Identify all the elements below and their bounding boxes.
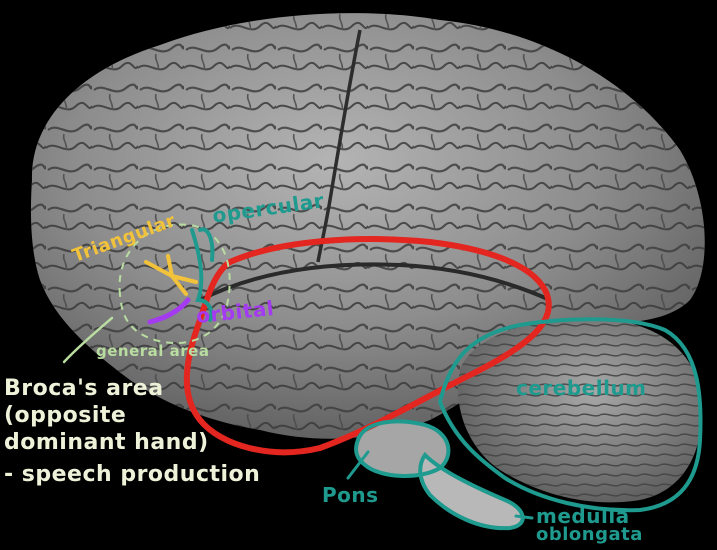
brainstem: [356, 421, 523, 529]
temporal-lobe-outline: [183, 236, 552, 456]
cerebellum: [458, 317, 702, 503]
medulla-outline: [418, 451, 525, 531]
opercular-mark: [190, 227, 215, 322]
cerebellum-outline: [438, 317, 703, 513]
label-medulla-line2: oblongata: [536, 524, 643, 545]
label-pons: Pons: [322, 483, 379, 507]
triangular-mark: [144, 254, 198, 296]
label-brocas-line4: - speech production: [4, 462, 261, 487]
label-cerebellum: cerebellum: [516, 376, 647, 400]
label-medulla-line1: medulla: [536, 504, 630, 528]
label-brocas-line3: dominant hand): [4, 430, 209, 455]
pons-pointer: [346, 450, 370, 480]
label-brocas-line2: (opposite: [4, 403, 127, 428]
medulla-pointer: [514, 514, 534, 520]
label-general-area: general area: [96, 342, 210, 360]
brocas-pointer: [62, 316, 114, 364]
label-brocas-line1: Broca's area: [4, 376, 164, 401]
orbital-mark: [147, 297, 191, 325]
general-area-outline: [118, 223, 231, 345]
